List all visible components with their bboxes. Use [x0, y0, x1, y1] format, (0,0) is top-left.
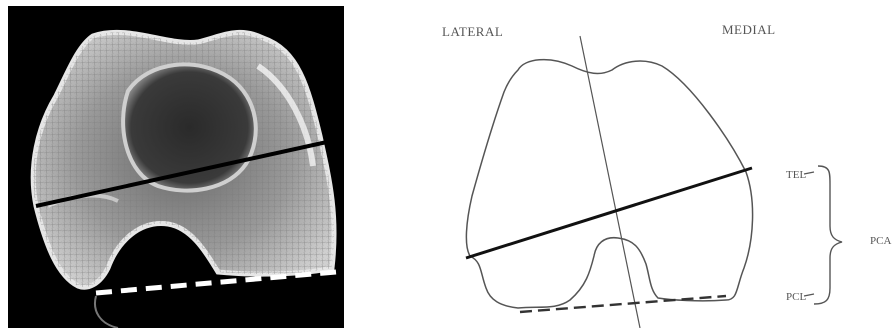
schematic-diagram: LATERAL MEDIAL TEL PCL PCA: [400, 0, 896, 328]
label-lateral: LATERAL: [442, 24, 503, 39]
posterior-condylar-dashed-line: [520, 296, 726, 312]
schematic-diagram-panel: LATERAL MEDIAL TEL PCL PCA: [400, 0, 896, 328]
label-pcl: PCL: [786, 291, 806, 303]
ct-scan-panel: [8, 6, 344, 328]
femur-outline: [466, 60, 752, 308]
transepicondylar-line: [466, 168, 752, 258]
label-medial: MEDIAL: [722, 22, 776, 37]
label-tel: TEL: [786, 169, 806, 181]
label-pca: PCA: [870, 235, 891, 247]
pca-brace: [814, 166, 842, 304]
anatomical-axis-line: [580, 36, 640, 328]
ct-scan-image: [8, 6, 344, 328]
